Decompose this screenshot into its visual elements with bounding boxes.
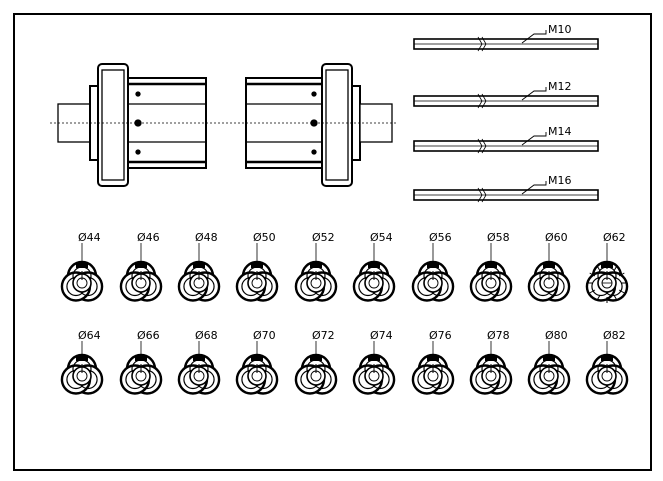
diameter-label: Ø58 [487, 231, 510, 244]
diameter-label: Ø50 [253, 231, 276, 244]
diameter-label: Ø70 [253, 329, 276, 342]
thread-size-label: M16 [548, 174, 572, 187]
diameter-label: Ø62 [603, 231, 626, 244]
thread-size-label: M10 [548, 23, 572, 36]
diameter-label: Ø64 [78, 329, 101, 342]
jaw-set-d74: Ø74 [352, 329, 396, 395]
jaw-set-d72: Ø72 [294, 329, 338, 395]
diameter-label: Ø60 [545, 231, 568, 244]
jaw-set-d76: Ø76 [411, 329, 455, 395]
diameter-label: Ø44 [78, 231, 101, 244]
diameter-label: Ø78 [487, 329, 510, 342]
diameter-label: Ø48 [195, 231, 218, 244]
jaw-set-d80: Ø80 [527, 329, 571, 395]
jaw-set-d54: Ø54 [352, 231, 396, 302]
threaded-rod-m14: M14 [413, 125, 599, 154]
threaded-rod-m10: M10 [413, 23, 599, 52]
thread-size-label: M14 [548, 125, 572, 138]
diameter-label: Ø54 [370, 231, 393, 244]
diameter-label: Ø74 [370, 329, 393, 342]
jaw-set-d46: Ø46 [119, 231, 163, 302]
diameter-label: Ø46 [137, 231, 160, 244]
jaw-set-d64: Ø64 [60, 329, 104, 395]
jaw-set-d56: Ø56 [411, 231, 455, 302]
threaded-rod-m16: M16 [413, 174, 599, 203]
diameter-label: Ø76 [429, 329, 452, 342]
diameter-label: Ø80 [545, 329, 568, 342]
jaw-set-d62: Ø62 [585, 231, 629, 303]
diameter-label: Ø52 [312, 231, 335, 244]
jaw-set-d70: Ø70 [235, 329, 279, 395]
jaw-set-d52: Ø52 [294, 231, 338, 302]
jaw-set-d58: Ø58 [469, 231, 513, 302]
chuck-right [245, 63, 393, 187]
diameter-label: Ø82 [603, 329, 626, 342]
jaw-set-d78: Ø78 [469, 329, 513, 395]
diameter-label: Ø66 [137, 329, 160, 342]
sheet-border [13, 13, 652, 471]
jaw-set-d68: Ø68 [177, 329, 221, 395]
thread-size-label: M12 [548, 80, 572, 93]
chuck-left [57, 63, 207, 187]
diameter-label: Ø68 [195, 329, 218, 342]
jaw-set-d50: Ø50 [235, 231, 279, 302]
diameter-label: Ø72 [312, 329, 335, 342]
jaw-set-d44: Ø44 [60, 231, 104, 302]
jaw-set-d60: Ø60 [527, 231, 571, 302]
threaded-rod-m12: M12 [413, 80, 599, 109]
jaw-set-d48: Ø48 [177, 231, 221, 302]
diameter-label: Ø56 [429, 231, 452, 244]
jaw-set-d66: Ø66 [119, 329, 163, 395]
jaw-set-d82: Ø82 [585, 329, 629, 395]
